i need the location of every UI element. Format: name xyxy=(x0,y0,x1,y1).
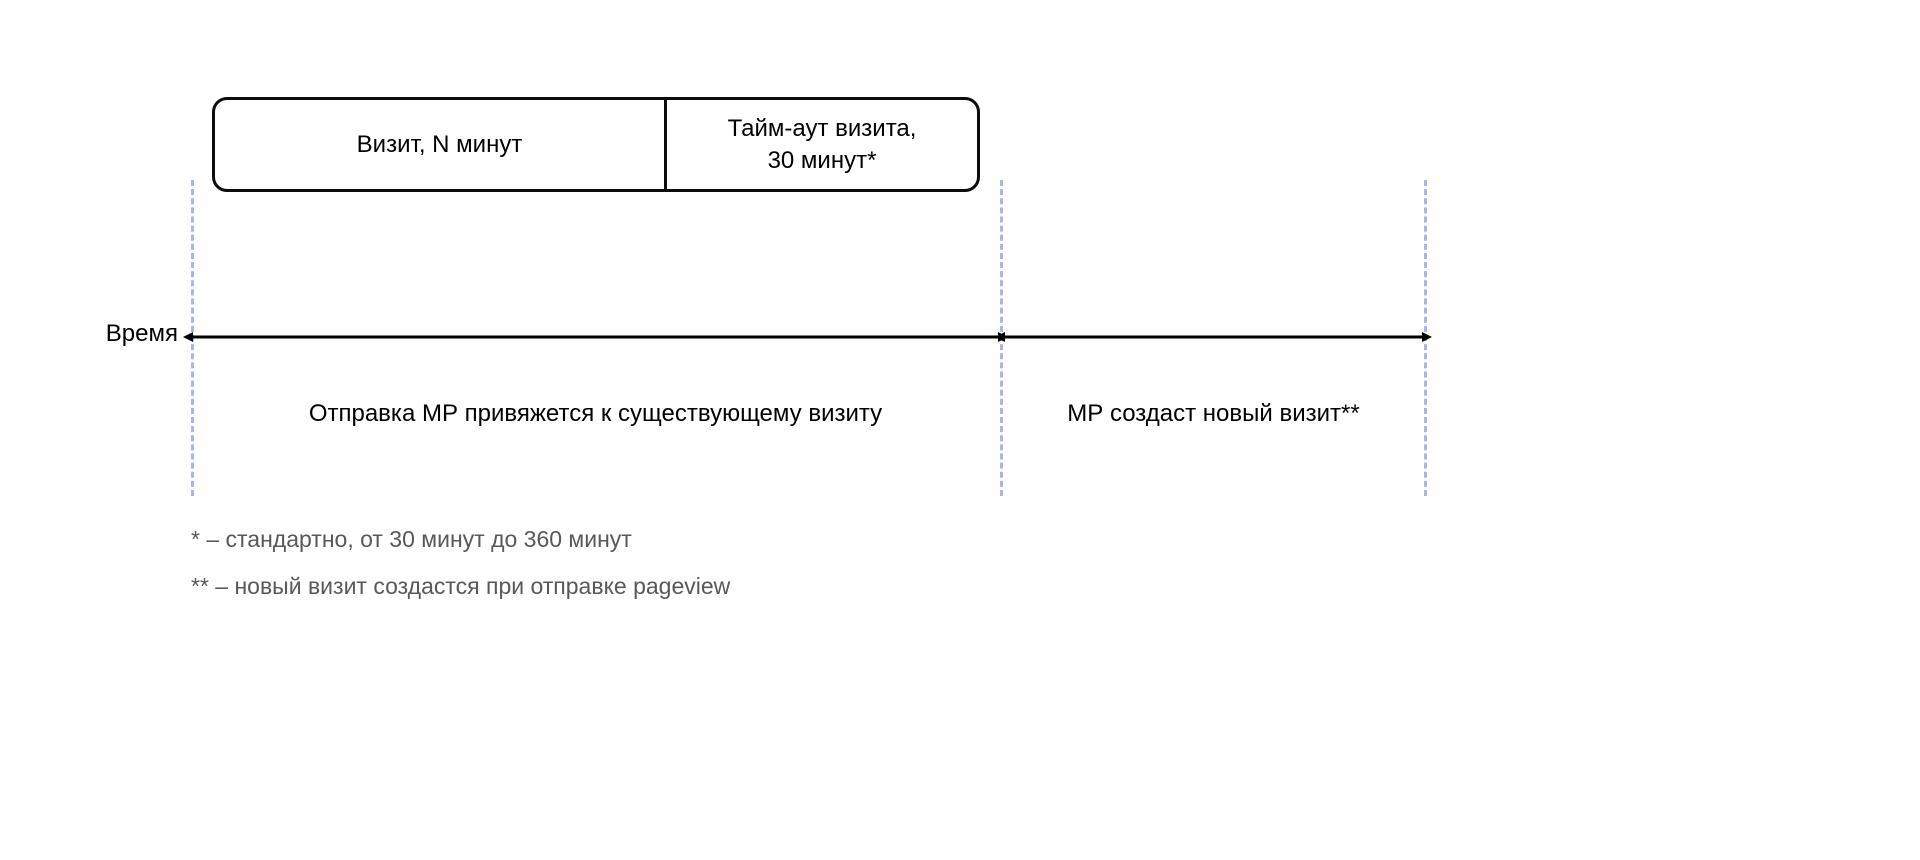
footnote-timeout-range: * – стандартно, от 30 минут до 360 минут xyxy=(191,526,632,552)
time-axis-label: Время xyxy=(105,320,178,347)
visit-timeout-bar: Визит, N минут Тайм-аут визита, 30 минут… xyxy=(212,97,980,192)
timeout-segment-label: Тайм-аут визита, 30 минут* xyxy=(664,100,977,189)
caption-new-visit: МР создаст новый визит** xyxy=(1067,400,1360,427)
caption-existing-visit: Отправка МР привяжется к существующему в… xyxy=(308,400,883,427)
visit-segment-label: Визит, N минут xyxy=(356,130,523,158)
guide-line-right-end xyxy=(1424,180,1427,496)
footnote-new-visit-pageview: ** – новый визит создастся при отправке … xyxy=(191,573,731,599)
